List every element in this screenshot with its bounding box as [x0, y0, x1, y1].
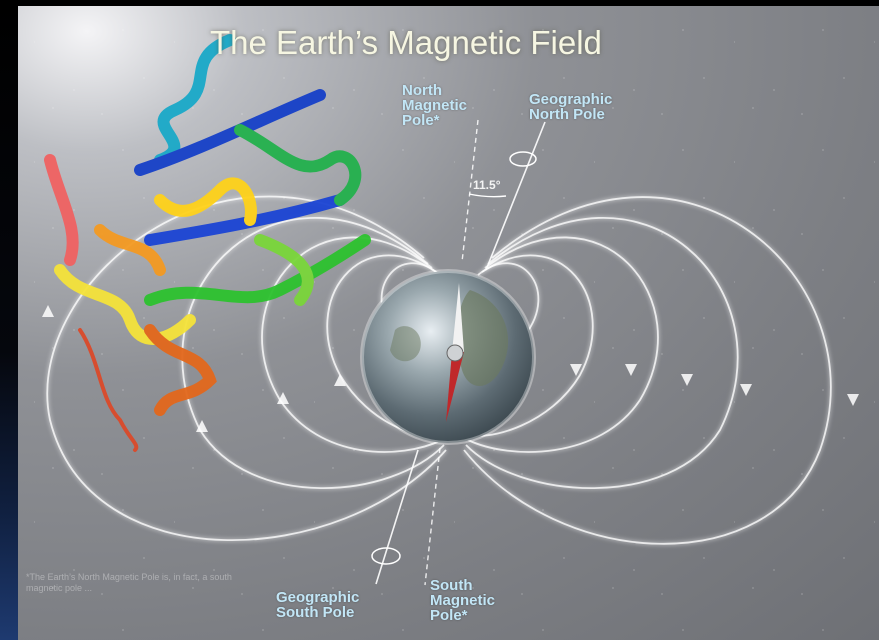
- footnote: *The Earth’s North Magnetic Pole is, in …: [26, 572, 232, 593]
- field-line: [261, 236, 443, 453]
- compass-pivot-icon: [446, 344, 464, 362]
- field-line: [465, 217, 739, 490]
- field-arrow: [196, 420, 208, 432]
- magnetic-axis: [424, 119, 479, 586]
- geographic-north-pole-label: Geographic North Pole: [529, 92, 612, 122]
- label-line: Geographic: [529, 91, 613, 108]
- field-arrow: [625, 364, 637, 376]
- field-arrow: [740, 384, 752, 396]
- tilt-arc: [468, 193, 507, 198]
- geographic-south-pole-label: Geographic South Pole: [276, 590, 359, 620]
- label-line: Magnetic: [430, 592, 496, 609]
- geographic-axis: [375, 121, 546, 585]
- continent-shape: [390, 326, 421, 362]
- field-line: [463, 196, 832, 545]
- label-line: North: [402, 82, 442, 99]
- tilt-angle-label: 11.5°: [473, 178, 501, 192]
- label-line: Pole*: [402, 112, 440, 129]
- label-line: South: [430, 577, 473, 594]
- compass-needle-south-icon: [446, 352, 464, 422]
- south-magnetic-pole-label: South Magnetic Pole*: [430, 578, 495, 623]
- field-arrow: [681, 374, 693, 386]
- field-arrow: [570, 364, 582, 376]
- label-line: South Pole: [276, 604, 355, 621]
- field-arrow: [42, 305, 54, 317]
- rotation-arrow-icon: [509, 151, 537, 167]
- label-line: Magnetic: [402, 97, 468, 114]
- continent-shape: [457, 290, 509, 387]
- label-line: Pole*: [430, 607, 468, 624]
- field-arrow: [334, 374, 346, 386]
- compass-needle-north-icon: [452, 283, 464, 352]
- field-arrows: [42, 305, 859, 432]
- label-line: Geographic: [276, 589, 360, 606]
- field-line: [469, 254, 594, 437]
- field-arrow: [847, 394, 859, 406]
- rotation-arrow-icon: [371, 547, 401, 565]
- protein-ribbon-icon: [44, 34, 371, 452]
- field-arrow: [277, 392, 289, 404]
- label-line: North Pole: [529, 106, 605, 123]
- north-magnetic-pole-label: North Magnetic Pole*: [402, 83, 467, 128]
- slide-title: The Earth’s Magnetic Field: [210, 24, 602, 61]
- field-line: [467, 236, 659, 453]
